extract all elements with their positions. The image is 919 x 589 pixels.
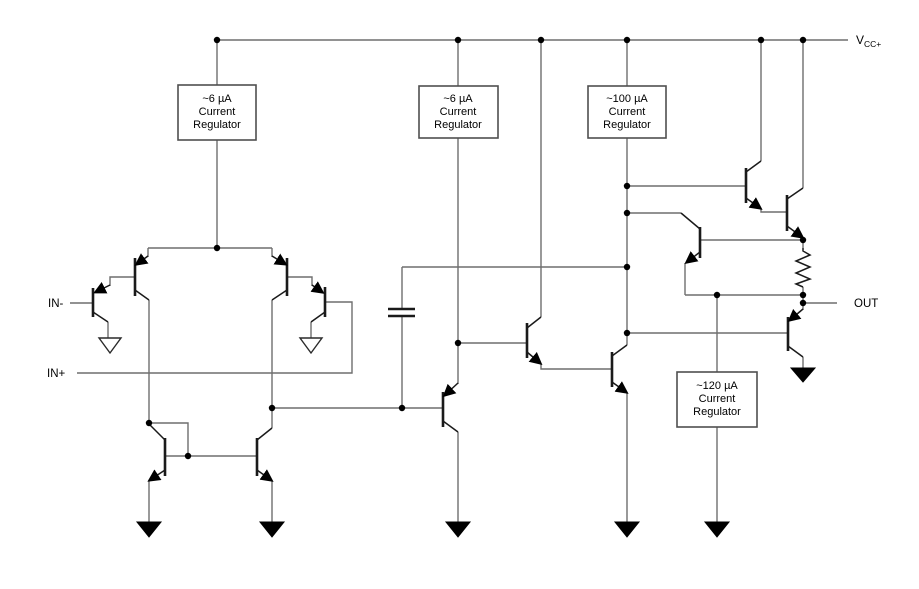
mirror-wires <box>148 407 443 522</box>
regulator-3-line3: Regulator <box>603 119 651 131</box>
current-regulator-1: ~6 µA Current Regulator <box>177 84 257 141</box>
power-rail <box>216 39 848 317</box>
regulator-2-line3: Regulator <box>434 119 482 131</box>
junction-dots <box>145 36 807 460</box>
regulator-4-line2: Current <box>699 393 736 405</box>
regulator-1-line3: Regulator <box>193 119 241 131</box>
vee-arrow-icons <box>135 367 817 538</box>
output-resistor <box>793 248 813 288</box>
vcc-label: VCC+ <box>856 33 881 49</box>
transistor-q11 <box>680 212 702 264</box>
compensation-capacitor <box>388 307 415 318</box>
transistor-q8 <box>441 382 459 433</box>
in-minus-label: IN- <box>48 298 64 310</box>
transistor-q2 <box>91 282 111 323</box>
regulator-1-line1: ~6 µA <box>202 93 232 105</box>
transistor-q5 <box>147 423 167 482</box>
transistor-q6 <box>255 427 274 482</box>
current-regulator-4: ~120 µA Current Regulator <box>676 371 758 428</box>
substrate-arrow-icons <box>97 337 324 355</box>
transistor-q7 <box>525 316 543 366</box>
regulator-4-line1: ~120 µA <box>696 380 738 392</box>
regulator-3-line1: ~100 µA <box>606 93 648 105</box>
input-stage-wires <box>70 140 353 423</box>
transistor-q13 <box>785 187 805 239</box>
transistor-q3 <box>271 253 289 301</box>
in-plus-label: IN+ <box>47 368 66 380</box>
regulator-2-line1: ~6 µA <box>443 93 473 105</box>
regulator-4-line3: Regulator <box>693 406 741 418</box>
transistor-q1 <box>133 253 150 301</box>
transistor-q9 <box>610 344 629 394</box>
transistor-q4 <box>310 281 327 323</box>
current-regulator-3: ~100 µA Current Regulator <box>587 85 667 139</box>
output-stage-wires <box>627 185 837 522</box>
second-stage-wires <box>401 138 628 522</box>
transistor-q12 <box>786 308 804 358</box>
regulator-2-line2: Current <box>440 106 477 118</box>
current-regulator-2: ~6 µA Current Regulator <box>418 85 499 139</box>
transistor-q10 <box>744 160 763 210</box>
regulator-1-line2: Current <box>199 106 236 118</box>
regulator-3-line2: Current <box>609 106 646 118</box>
out-label: OUT <box>854 298 878 310</box>
